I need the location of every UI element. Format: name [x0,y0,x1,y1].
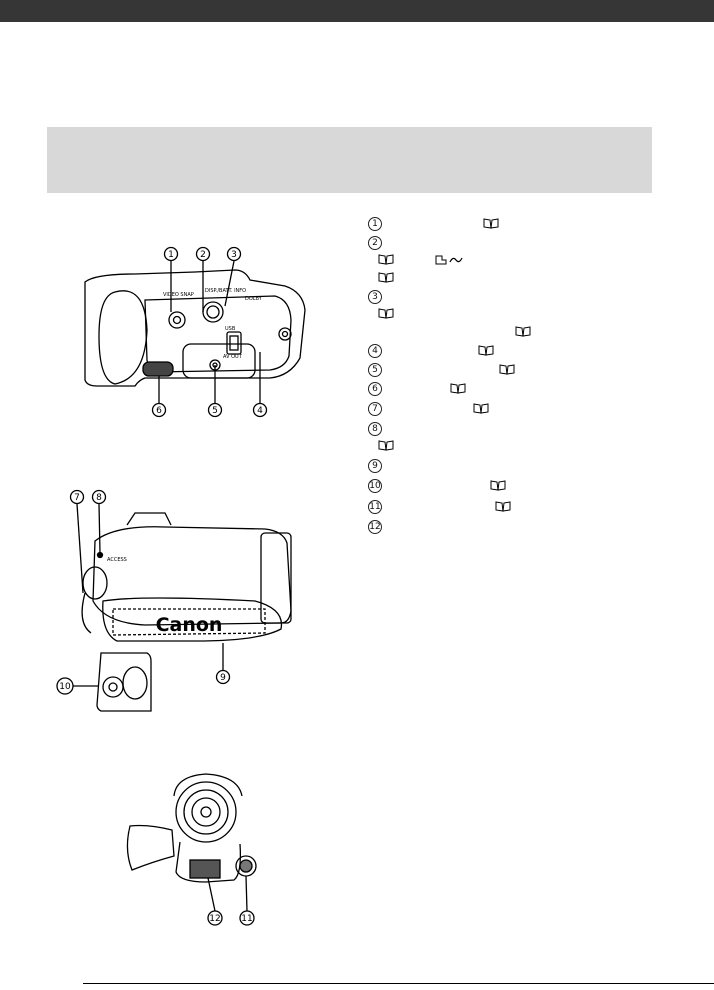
usb-label: USB [225,326,236,332]
legend-number-5: 5 [368,363,382,377]
callout-4 [252,402,268,418]
book-icon [499,364,515,375]
legend-number-1: 1 [368,217,382,231]
legend-number-7: 7 [368,402,382,416]
svg-text:12: 12 [209,914,220,924]
book-icon [378,254,394,265]
legend-number-2: 2 [368,236,382,250]
book-icon [473,403,489,414]
legend-number-9: 9 [368,459,382,473]
book-icon [450,383,466,394]
svg-text:1: 1 [168,250,174,260]
dolby-label: DOLBY [245,296,263,302]
camcorder-grip-illustration: 7 8 9 10 Canon ACCESS [56,489,292,712]
callout-2 [195,246,211,262]
svg-text:2: 2 [200,250,206,260]
book-icon [495,501,511,512]
section-banner [47,127,652,193]
svg-text:7: 7 [74,493,80,503]
svg-text:8: 8 [96,493,102,503]
book-icon [490,480,506,491]
svg-text:9: 9 [220,673,226,683]
svg-text:6: 6 [156,406,162,416]
callout-5 [207,402,223,418]
brand-logo: Canon [156,614,223,636]
legend-number-8: 8 [368,422,382,436]
header-bar [0,0,714,22]
video-snap-label: VIDEO SNAP [163,292,194,298]
callout-1 [163,246,179,262]
callout-3 [226,246,242,262]
legend-number-12: 12 [368,520,382,534]
book-icon [378,440,394,451]
callout-6 [151,402,167,418]
book-icon [483,218,499,229]
legend-number-4: 4 [368,344,382,358]
book-icon [378,308,394,319]
camcorder-side-illustration: 1 2 3 6 5 4 VIDEO SNAP DISP./BATT. INFO … [84,246,306,418]
footer-rule [83,983,714,984]
book-icon [478,345,494,356]
legend-number-3: 3 [368,290,382,304]
legend-number-10: 10 [368,479,382,493]
svg-text:3: 3 [231,250,237,260]
book-icon [515,326,531,337]
svg-text:10: 10 [59,682,71,692]
book-icon [378,272,394,283]
svg-text:5: 5 [212,406,218,416]
camcorder-front-illustration: 12 11 [126,773,257,926]
access-label: ACCESS [107,557,127,563]
av-out-label: AV OUT [223,354,243,360]
svg-text:11: 11 [241,914,252,924]
print-share-icon [435,255,463,265]
legend-number-6: 6 [368,382,382,396]
svg-text:4: 4 [257,406,263,416]
disp-batt-label: DISP./BATT. INFO [205,288,246,294]
legend-number-11: 11 [368,500,382,514]
